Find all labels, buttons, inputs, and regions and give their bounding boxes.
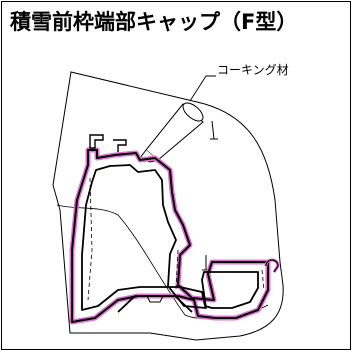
caulking-callout-label: コーキング材 (217, 63, 289, 77)
bottom-rib-notch (146, 295, 164, 303)
top-left-clip (89, 134, 104, 149)
frame-profile-dashed (87, 177, 265, 301)
cap-outer-outline (52, 71, 284, 341)
page-title: 積雪前枠端部キャップ（F型） (10, 10, 298, 34)
callout-leader-line (189, 75, 216, 102)
detail-mark-upper (210, 120, 218, 140)
top-clip (113, 139, 127, 152)
frame-profile-inner (81, 164, 259, 311)
frame-profile-outer (71, 149, 269, 323)
bottom-rib (117, 295, 193, 313)
right-hook-outline (265, 259, 279, 273)
